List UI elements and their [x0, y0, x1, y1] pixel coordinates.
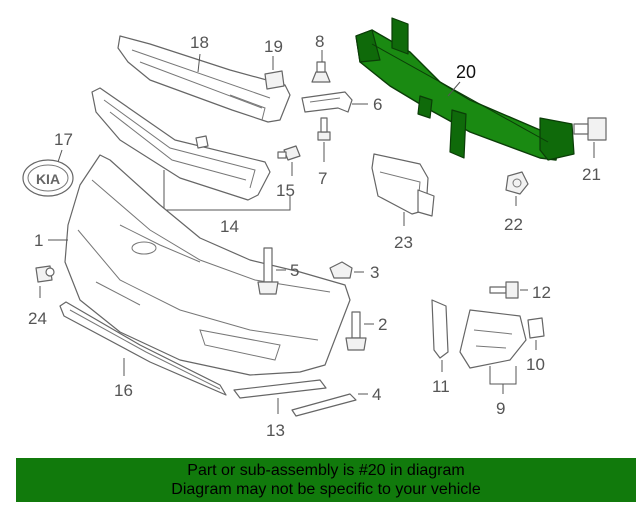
part-11-side-bracket[interactable] — [431, 299, 449, 359]
callout-20: 20 — [456, 62, 476, 82]
callout-19: 19 — [264, 37, 283, 56]
callout-11: 11 — [432, 377, 450, 396]
callout-1: 1 — [34, 231, 43, 250]
callout-5: 5 — [290, 261, 299, 280]
part-22-nut[interactable] — [505, 171, 529, 195]
callout-16: 16 — [114, 381, 133, 400]
callout-23: 23 — [394, 233, 413, 252]
callout-3: 3 — [370, 263, 379, 282]
part-13-garnish[interactable] — [233, 379, 327, 399]
part-17-emblem[interactable]: KIA — [22, 159, 74, 197]
callout-8: 8 — [315, 32, 324, 51]
callout-21: 21 — [582, 165, 601, 184]
callout-22: 22 — [504, 215, 523, 234]
callout-6: 6 — [373, 95, 382, 114]
part-1-bumper-cover[interactable] — [64, 154, 351, 376]
callout-12: 12 — [532, 283, 551, 302]
part-3-nut[interactable] — [329, 261, 353, 279]
banner-line-1: Part or sub-assembly is #20 in diagram — [187, 462, 465, 479]
callout-24: 24 — [28, 309, 47, 328]
callout-10: 10 — [526, 355, 545, 374]
callout-18: 18 — [190, 33, 209, 52]
callout-17: 17 — [54, 130, 73, 149]
callout-9: 9 — [496, 399, 505, 418]
part-4-trim[interactable] — [291, 393, 357, 417]
part-15-screw[interactable] — [277, 145, 301, 161]
part-24-clip[interactable] — [35, 265, 55, 283]
part-18-upper-absorber[interactable] — [117, 35, 291, 123]
callout-7: 7 — [318, 169, 327, 188]
part-14-grille[interactable] — [91, 87, 271, 201]
part-21-bolt[interactable] — [573, 117, 607, 141]
part-7-bolt[interactable] — [317, 117, 331, 141]
callout-2: 2 — [378, 315, 387, 334]
part-8-nut[interactable] — [311, 61, 331, 83]
part-19-clip[interactable] — [264, 70, 285, 90]
part-5-bolt[interactable] — [257, 247, 279, 295]
part-9-bracket[interactable] — [459, 309, 527, 369]
callout-14: 14 — [220, 217, 239, 236]
part-16-lower-lip[interactable] — [59, 301, 227, 396]
part-6-bracket[interactable] — [301, 91, 353, 113]
banner-line-2: Diagram may not be specific to your vehi… — [171, 481, 481, 498]
part-10-clip[interactable] — [527, 317, 545, 339]
emblem-lettering: KIA — [36, 171, 60, 187]
part-23-sensor-module[interactable] — [371, 153, 435, 217]
callout-4: 4 — [372, 385, 381, 404]
callout-13: 13 — [266, 421, 285, 440]
front-bumper-exploded-diagram: 18 19 8 6 7 14 15 KIA — [22, 17, 607, 440]
callout-15: 15 — [276, 181, 295, 200]
part-12-bolt[interactable] — [489, 281, 519, 299]
part-2-bolt[interactable] — [345, 311, 367, 351]
info-banner: Part or sub-assembly is #20 in diagram D… — [16, 458, 636, 502]
part-20-reinforcement-beam[interactable] — [355, 17, 575, 161]
